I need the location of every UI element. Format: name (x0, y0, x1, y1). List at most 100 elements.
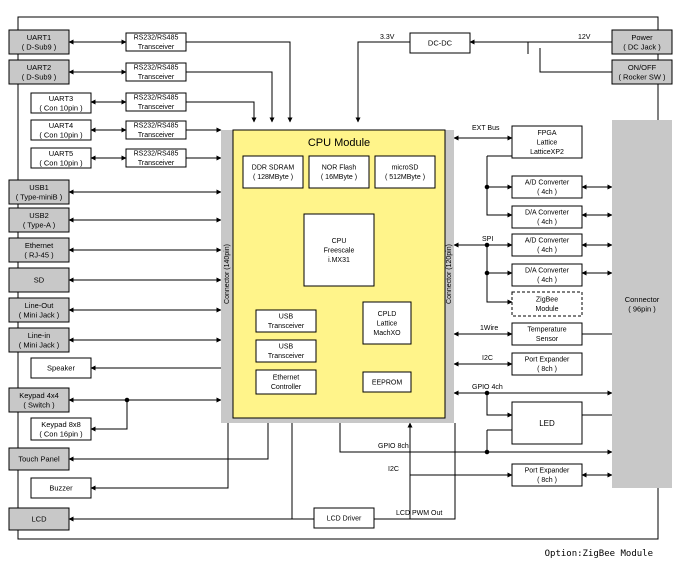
ethernet-controller-line-1: Ethernet (273, 375, 300, 382)
ad-converter-2: A/D Converter ( 4ch ) (511, 233, 583, 257)
port-keypad4-line-1: Keypad 4x4 (19, 391, 59, 400)
junction-dot (484, 270, 490, 276)
port-linein: Line-in( Mini Jack ) (8, 327, 70, 353)
transceiver-2-line-1: RS232/RS485 (134, 65, 179, 72)
port-uart3-line-2: ( Con 10pin ) (39, 103, 83, 112)
port-uart1-line-1: UART1 (27, 33, 51, 42)
label-lcd-pwm: LCD PWM Out (396, 510, 442, 517)
usb-transceiver-1-line-2: Transceiver (268, 323, 305, 330)
ad-converter-1-line-2: ( 4ch ) (537, 189, 557, 196)
wire (374, 513, 456, 520)
label-i2c-b: I2C (388, 466, 399, 473)
port-keypad8-line-2: ( Con 16pin ) (39, 429, 83, 438)
port-uart3-line-1: UART3 (49, 94, 73, 103)
zigbee-module-line-1: ZigBee (536, 297, 558, 304)
wire (486, 393, 513, 418)
port-uart2-line-2: ( D-Sub9 ) (22, 72, 57, 81)
port-usb2-line-2: ( Type-A ) (23, 220, 56, 229)
ddr-sdram-line-1: DDR SDRAM (252, 165, 295, 172)
port-uart4: UART4( Con 10pin ) (30, 119, 92, 141)
connector-right-label: Connector (120pin) (446, 244, 453, 304)
junction-dot (484, 390, 490, 396)
transceiver-3-line-2: Transceiver (138, 104, 175, 111)
nor-flash-line-2: ( 16MByte ) (321, 174, 357, 181)
port-lineout-line-1: Line-Out (25, 301, 55, 310)
wire (539, 48, 612, 73)
fpga-latticexp2-line-2: Lattice (537, 139, 558, 146)
port-power-line-1: Power (631, 33, 653, 42)
da-converter-1-line-2: ( 4ch ) (537, 219, 557, 226)
ad-converter-2-line-1: A/D Converter (525, 238, 570, 245)
microsd-line-2: ( 512MByte ) (385, 174, 425, 181)
ad-converter-2-line-2: ( 4ch ) (537, 247, 557, 254)
ad-converter-1-line-1: A/D Converter (525, 180, 570, 187)
temperature-sensor-line-1: Temperature (527, 327, 566, 334)
port-usb1-line-2: ( Type-miniB ) (16, 192, 63, 201)
port-speaker: Speaker (30, 357, 92, 379)
ethernet-controller-line-2: Controller (271, 384, 302, 391)
port-uart2-line-1: UART2 (27, 63, 51, 72)
label-spi: SPI (482, 236, 493, 243)
microsd-line-1: microSD (392, 165, 419, 172)
temperature-sensor-line-2: Sensor (536, 336, 559, 343)
label-3v3: 3.3V (380, 34, 395, 41)
port-linein-line-1: Line-in (28, 331, 51, 340)
port-keypad8-line-1: Keypad 8x8 (41, 420, 81, 429)
port-buzzer-line-1: Buzzer (49, 484, 73, 493)
wire (186, 71, 275, 123)
port-uart1-line-2: ( D-Sub9 ) (22, 42, 57, 51)
wire (486, 156, 513, 218)
fpga-latticexp2-line-3: LatticeXP2 (530, 149, 564, 156)
port-touch-line-1: Touch Panel (18, 455, 60, 464)
transceiver-4-line-2: Transceiver (138, 132, 175, 139)
transceiver-2-line-2: Transceiver (138, 74, 175, 81)
da-converter-2-line-2: ( 4ch ) (537, 277, 557, 284)
port-expander-2-line-1: Port Expander (525, 468, 570, 475)
port-onoff-line-1: ON/OFF (628, 63, 657, 72)
junction-dot (484, 184, 490, 190)
nor-flash: NOR Flash ( 16MByte ) (308, 155, 370, 189)
nor-flash-line-1: NOR Flash (322, 165, 357, 172)
port-onoff: ON/OFF( Rocker SW ) (611, 59, 673, 85)
connector-96pin: Connector( 96pin ) (612, 120, 672, 488)
wire (90, 423, 229, 491)
label-1wire: 1Wire (480, 325, 498, 332)
label-gpio8: GPIO 8ch (378, 443, 409, 450)
port-buzzer: Buzzer (30, 477, 92, 499)
port-keypad4: Keypad 4x4( Switch ) (8, 387, 70, 413)
transceiver-1-line-1: RS232/RS485 (134, 35, 179, 42)
transceiver-3-line-1: RS232/RS485 (134, 95, 179, 102)
port-lcd: LCD (8, 507, 70, 531)
junction-dot (484, 242, 490, 248)
port-speaker-line-1: Speaker (47, 364, 75, 373)
junction-dot (124, 397, 130, 403)
port-usb1: USB1( Type-miniB ) (8, 179, 70, 205)
port-linein-line-2: ( Mini Jack ) (19, 340, 60, 349)
port-uart2: UART2( D-Sub9 ) (8, 59, 70, 85)
ddr-sdram: DDR SDRAM( 128MByte ) (242, 155, 304, 189)
da-converter-1: D/A Converter( 4ch ) (511, 205, 583, 229)
microsd: microSD ( 512MByte ) (374, 155, 436, 189)
wire (409, 423, 513, 478)
port-sd: SD (8, 267, 70, 293)
da-converter-2-line-1: D/A Converter (525, 268, 570, 275)
port-expander-1: Port Expander( 8ch ) (511, 352, 583, 376)
port-power-line-2: ( DC Jack ) (623, 42, 661, 51)
wire (186, 41, 293, 123)
cpld-machxo-line-3: MachXO (373, 330, 401, 337)
port-expander-2-line-2: ( 8ch ) (537, 477, 557, 484)
port-ethernet-line-1: Ethernet (25, 241, 54, 250)
caption: Option:ZigBee Module (545, 549, 653, 559)
